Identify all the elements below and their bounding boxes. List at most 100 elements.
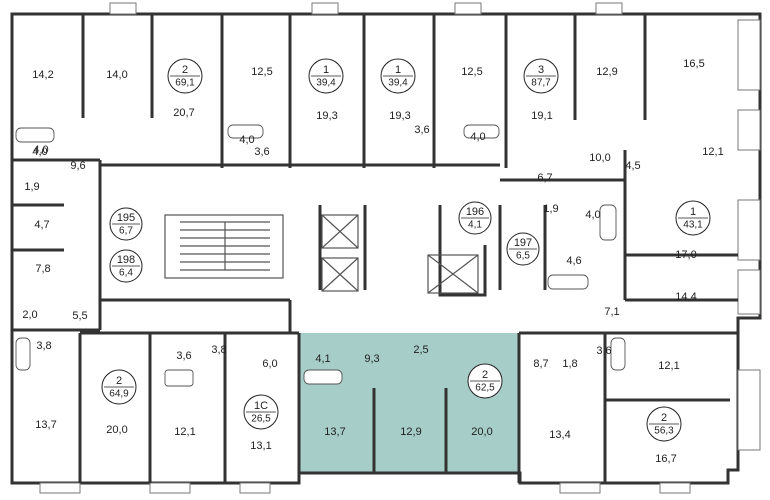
room-area-label: 4,7 [34,219,49,231]
bath-fixtures [15,124,626,387]
room-area-label: 14,0 [106,69,127,81]
apartment-badge: 143,1 [675,200,711,236]
apartment-badge: 264,9 [101,369,137,405]
room-area-label: 12,1 [658,360,679,372]
room-area-label: 4,0 [470,131,485,143]
badge-top-text: 2 [482,369,488,381]
elevator-shafts [321,214,479,294]
windows [39,2,761,494]
badge-top-text: 1 [690,206,696,218]
room-area-label: 9,6 [70,160,85,172]
room-area-label: 13,1 [250,440,271,452]
room-area-label: 3,6 [596,345,611,357]
room-area-label: 19,3 [389,110,410,122]
apartment-badges: 269,1139,4139,4387,7143,1264,91С26,5262,… [101,58,711,442]
room-area-label: 14,2 [32,69,53,81]
room-area-label: 4,5 [625,160,640,172]
badge-top-text: 1С [254,400,268,412]
badge-top-text: 2 [182,64,188,76]
room-area-label: 12,1 [174,426,195,438]
stairwell [164,214,284,279]
room-area-label: 1,9 [24,181,39,193]
apartment-badge: 262,5 [467,363,503,399]
room-area-label: 7,8 [35,263,50,275]
room-area-label: 16,5 [683,58,704,70]
badge-area-text: 39,4 [316,78,336,89]
badge-top-text: 2 [661,412,667,424]
badge-area-text: 43,1 [683,220,703,231]
room-area-label: 8,7 [533,358,548,370]
room-area-label: 5,5 [72,310,87,322]
room-area-label: 19,3 [316,110,337,122]
badge-area-text: 62,5 [475,383,495,394]
apartment-badge: 269,1 [167,58,203,94]
room-area-label: 20,0 [106,424,127,436]
badge-top-text: 1 [395,64,401,76]
room-area-label: 4,1 [315,353,330,365]
room-area-label: 4,0 [32,146,47,158]
room-area-label: 4,0 [33,144,48,156]
badge-top-text: 2 [116,375,122,387]
room-area-label: 7,1 [604,306,619,318]
room-area-label: 2,0 [22,309,37,321]
badge-area-text: 4,1 [468,220,482,231]
room-area-label: 12,9 [400,426,421,438]
room-area-label: 3,6 [254,146,269,158]
room-area-label: 4,6 [566,255,581,267]
room-area-label: 3,8 [36,340,51,352]
badge-area-text: 64,9 [109,389,129,400]
badge-area-text: 87,7 [531,78,551,89]
room-area-label: 12,5 [251,66,272,78]
room-area-label: 9,3 [364,353,379,365]
room-area-label: 4,0 [585,209,600,221]
room-area-label: 14,4 [675,291,696,303]
room-area-label: 12,5 [461,66,482,78]
interior-walls [12,14,738,483]
badge-top-text: 3 [538,64,544,76]
badge-area-text: 39,4 [388,78,408,89]
room-area-label: 4,0 [239,134,254,146]
apartment-badge: 139,4 [308,58,344,94]
room-area-label: 3,6 [414,124,429,136]
badge-area-text: 6,7 [119,226,133,237]
apartment-badge: 256,3 [646,406,682,442]
room-area-label: 12,9 [596,66,617,78]
highlighted-apartment [299,333,519,473]
apartment-badge: 387,7 [523,58,559,94]
room-area-label: 1,8 [562,358,577,370]
badge-top-text: 1 [323,64,329,76]
room-area-label: 13,7 [324,426,345,438]
apartment-badge: 1С 26,5 [243,394,279,430]
apartment-badge: 139,4 [380,58,416,94]
room-area-label: 3,6 [176,350,191,362]
room-area-label: 20,0 [471,426,492,438]
badge-area-text: 6,5 [516,251,530,262]
room-area-label: 2,5 [413,344,428,356]
room-area-label: 6,7 [537,172,552,184]
badge-top-text: 198 [117,254,135,266]
room-area-label: 13,7 [35,419,56,431]
room-area-label: 20,7 [173,107,194,119]
badge-top-text: 197 [514,237,532,249]
room-area-label: 16,7 [655,453,676,465]
room-area-label: 19,1 [531,110,552,122]
room-area-label: 3,8 [211,344,226,356]
badge-area-text: 26,5 [251,414,271,425]
room-area-label: 12,1 [702,146,723,158]
room-area-label: 17,0 [675,249,696,261]
room-area-label: 1,9 [543,203,558,215]
room-area-label: 10,0 [589,152,610,164]
badge-area-text: 69,1 [175,78,195,89]
badge-top-text: 195 [117,212,135,224]
badge-area-text: 6,4 [119,268,133,279]
room-area-label: 13,4 [549,429,570,441]
room-area-label: 6,0 [262,358,277,370]
badge-top-text: 196 [466,206,484,218]
